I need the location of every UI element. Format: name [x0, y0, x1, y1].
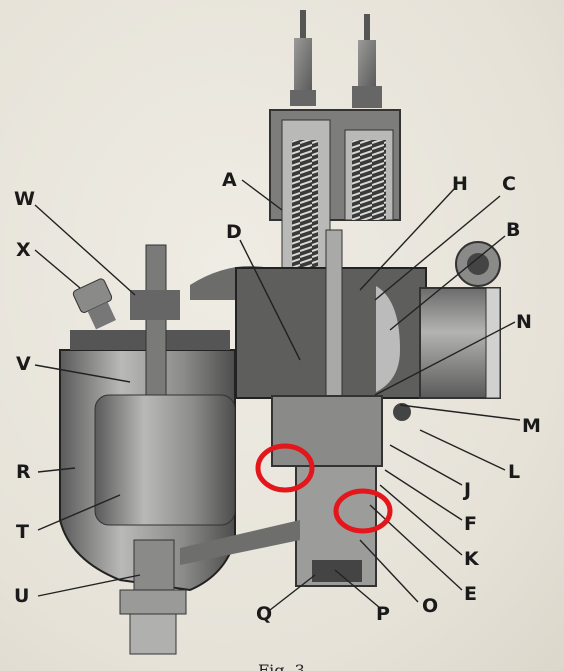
label-r: R [16, 461, 31, 483]
intake-outlet [419, 241, 501, 399]
label-b: B [506, 219, 520, 241]
label-l: L [508, 461, 520, 483]
float [94, 394, 236, 526]
highlight-circle-left [255, 443, 315, 493]
label-f: F [464, 513, 477, 535]
air-valve [376, 286, 400, 392]
label-k: K [464, 548, 480, 570]
label-m: M [522, 415, 541, 437]
label-d: D [226, 221, 242, 243]
label-q: Q [256, 603, 272, 625]
label-p: P [376, 603, 390, 625]
tickler [72, 278, 116, 330]
fuel-feed-pipe [180, 520, 300, 565]
label-x: X [16, 239, 31, 261]
label-w: W [14, 188, 35, 210]
label-o: O [422, 595, 438, 617]
label-v: V [16, 353, 31, 375]
label-u: U [14, 585, 29, 607]
label-n: N [516, 311, 532, 333]
label-t: T [16, 521, 29, 543]
label-j: J [462, 479, 471, 501]
leader-lines [34, 179, 521, 611]
label-c: C [502, 173, 516, 195]
cable-adjuster-left [290, 10, 316, 106]
label-a: A [222, 169, 237, 191]
label-e: E [464, 583, 477, 605]
float-chamber [59, 244, 236, 592]
cable-adjuster-right [352, 14, 382, 108]
pilot-screw [393, 403, 411, 421]
fuel-union [119, 539, 187, 655]
air-valve-spring [352, 140, 386, 220]
part-labels: A D H C B N M L J F K E O P Q W X V R T … [14, 169, 541, 625]
label-h: H [452, 173, 468, 195]
figure-caption: Fig. 3 [258, 661, 305, 671]
highlight-circle-right [333, 488, 393, 534]
